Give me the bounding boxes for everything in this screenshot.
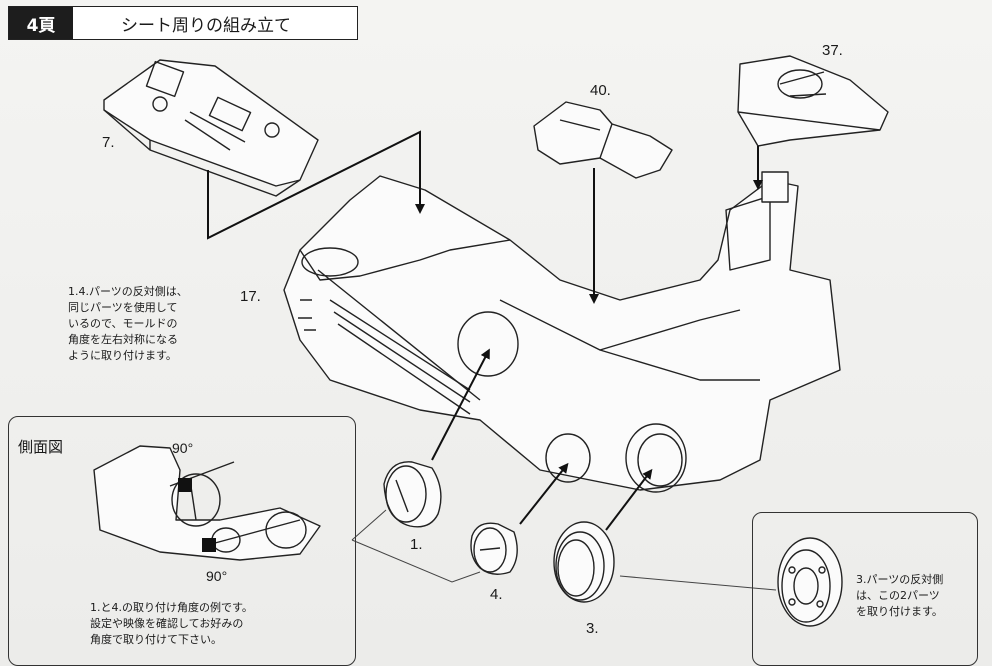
part-37-drawing [737,55,889,147]
side-view-title: 側面図 [18,438,64,456]
part-3-detail-drawing [777,537,843,627]
page-title: シート周りの組み立て [121,15,291,36]
page-header: 4頁 シート周りの組み立て [8,6,358,40]
part-3-note: 3.パーツの反対側 は、この2パーツ を取り付けます。 [856,572,972,620]
angle-label-top: 90° [172,440,194,456]
part-17-drawing [283,171,841,493]
part-4-drawing [470,522,518,575]
part-label-37: 37. [822,42,843,59]
part-label-4: 4. [490,586,503,603]
part-1-drawing [383,461,442,528]
part-7-drawing [103,59,319,197]
mirror-note-line: 角度を左右対称になる [68,333,178,346]
mirror-note-line: 同じパーツを使用して [68,301,178,314]
part-3-drawing [553,521,615,603]
angle-note-line: 角度で取り付けて下さい。 [90,633,222,646]
mirror-note: 1.4.パーツの反対側は、 同じパーツを使用して いるので、モールドの 角度を左… [68,284,208,364]
part-label-40: 40. [590,82,611,99]
angle-note-line: 設定や映像を確認してお好みの [90,617,244,630]
mirror-note-line: 1.4.パーツの反対側は、 [68,285,188,298]
part-3-note-line: 3.パーツの反対側 [856,573,944,586]
part-label-17: 17. [240,288,261,305]
part-label-3: 3. [586,620,599,637]
angle-note: 1.と4.の取り付け角度の例です。 設定や映像を確認してお好みの 角度で取り付け… [90,600,330,648]
mirror-note-line: ように取り付けます。 [68,349,177,362]
part-label-7: 7. [102,134,115,151]
page-number: 4頁 [9,7,73,39]
part-3-note-line: を取り付けます。 [856,605,943,618]
part-label-1: 1. [410,536,423,553]
part-40-drawing [533,101,673,179]
angle-label-bottom: 90° [206,568,228,584]
mirror-note-line: いるので、モールドの [68,317,178,330]
angle-note-line: 1.と4.の取り付け角度の例です。 [90,601,253,614]
part-3-note-line: は、この2パーツ [856,589,940,602]
